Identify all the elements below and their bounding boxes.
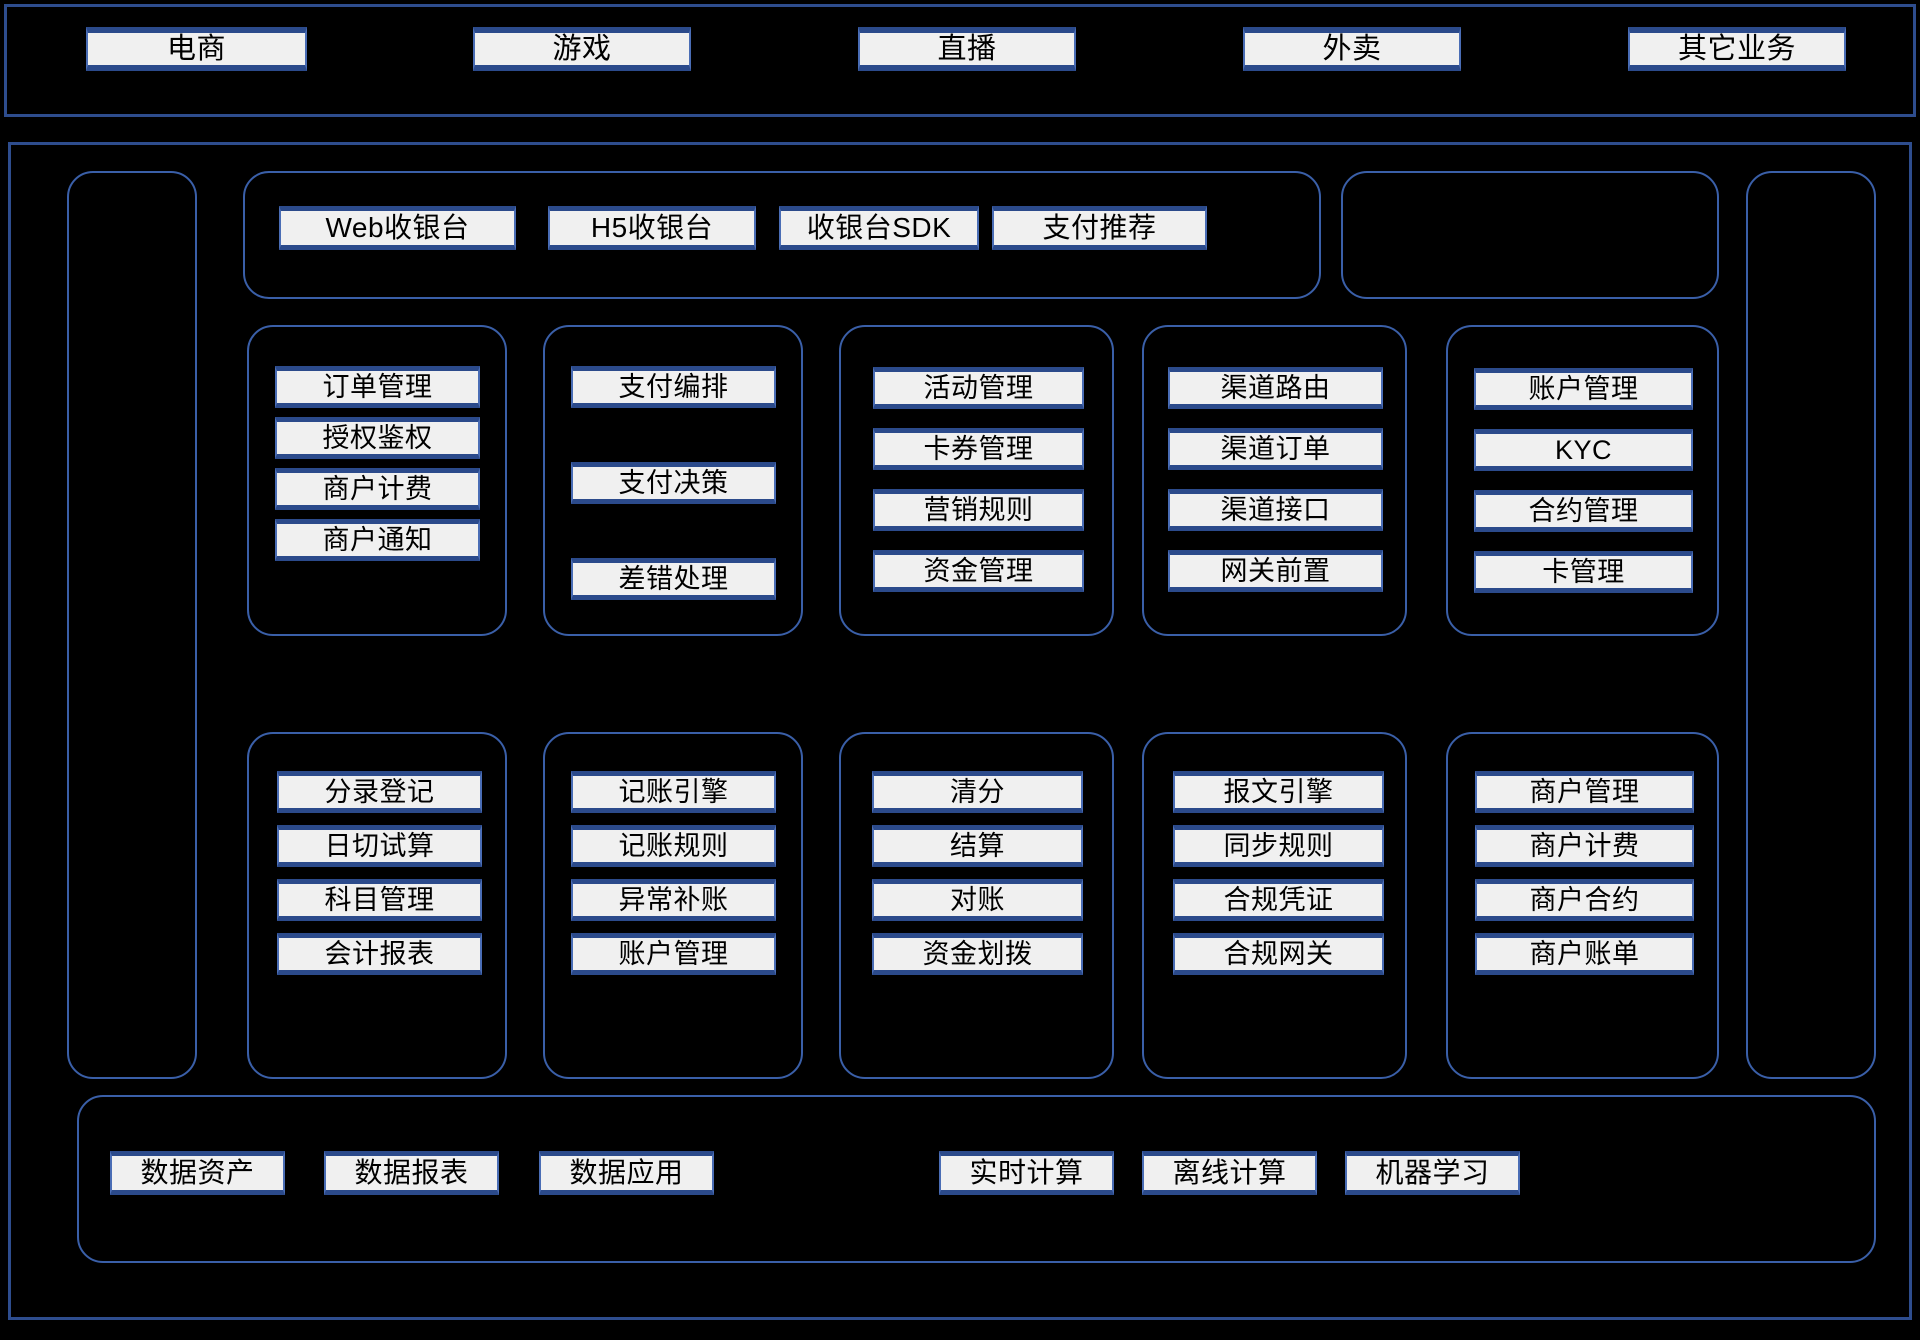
cashier-side-panel (1341, 171, 1719, 299)
data-item-asset[interactable]: 数据资产 (110, 1151, 285, 1195)
capability-chip[interactable]: 同步规则 (1173, 825, 1384, 867)
capability-chip[interactable]: 合规网关 (1173, 933, 1384, 975)
data-item-offline-compute[interactable]: 离线计算 (1142, 1151, 1317, 1195)
business-item-game[interactable]: 游戏 (473, 27, 691, 71)
capability-chip[interactable]: 商户通知 (275, 519, 480, 561)
capability-chip[interactable]: 商户管理 (1475, 771, 1694, 813)
capability-chip[interactable]: 订单管理 (275, 366, 480, 408)
capability-chip[interactable]: 记账规则 (571, 825, 776, 867)
capability-chip[interactable]: 授权鉴权 (275, 417, 480, 459)
group-marketing: 活动管理 卡券管理 营销规则 资金管理 (839, 325, 1114, 636)
capability-chip[interactable]: 结算 (872, 825, 1083, 867)
capability-chip[interactable]: 网关前置 (1168, 550, 1383, 592)
data-item-application[interactable]: 数据应用 (539, 1151, 714, 1195)
capability-chip[interactable]: 报文引擎 (1173, 771, 1384, 813)
capability-chip[interactable]: 会计报表 (277, 933, 482, 975)
capability-chip[interactable]: 资金划拨 (872, 933, 1083, 975)
capability-chip[interactable]: 商户合约 (1475, 879, 1694, 921)
group-accounting: 分录登记 日切试算 科目管理 会计报表 (247, 732, 507, 1079)
capability-chip[interactable]: 异常补账 (571, 879, 776, 921)
cashier-item-recommend[interactable]: 支付推荐 (992, 206, 1207, 250)
capability-chip[interactable]: 支付编排 (571, 366, 776, 408)
capability-chip[interactable]: 合约管理 (1474, 490, 1693, 532)
capability-chip[interactable]: 渠道订单 (1168, 428, 1383, 470)
capability-chip[interactable]: 商户计费 (1475, 825, 1694, 867)
capability-chip[interactable]: KYC (1474, 429, 1693, 471)
business-item-livestream[interactable]: 直播 (858, 27, 1076, 71)
capability-chip[interactable]: 卡券管理 (873, 428, 1084, 470)
group-clearing-settlement: 清分 结算 对账 资金划拨 (839, 732, 1114, 1079)
capability-chip[interactable]: 记账引擎 (571, 771, 776, 813)
capability-chip[interactable]: 差错处理 (571, 558, 776, 600)
capability-chip[interactable]: 合规凭证 (1173, 879, 1384, 921)
group-compliance: 报文引擎 同步规则 合规凭证 合规网关 (1142, 732, 1407, 1079)
capability-chip[interactable]: 支付决策 (571, 462, 776, 504)
capability-chip[interactable]: 活动管理 (873, 367, 1084, 409)
group-payment-core: 支付编排 支付决策 差错处理 (543, 325, 803, 636)
platform-frame: Web收银台 H5收银台 收银台SDK 支付推荐 订单管理 授权鉴权 商户计费 … (8, 142, 1912, 1320)
capability-chip[interactable]: 科目管理 (277, 879, 482, 921)
capability-chip[interactable]: 对账 (872, 879, 1083, 921)
business-layer-frame: 电商 游戏 直播 外卖 其它业务 (4, 4, 1916, 117)
cashier-group: Web收银台 H5收银台 收银台SDK 支付推荐 (243, 171, 1321, 299)
business-item-other[interactable]: 其它业务 (1628, 27, 1846, 71)
data-item-realtime-compute[interactable]: 实时计算 (939, 1151, 1114, 1195)
data-platform-group: 数据资产 数据报表 数据应用 实时计算 离线计算 机器学习 (77, 1095, 1876, 1263)
cashier-item-sdk[interactable]: 收银台SDK (779, 206, 979, 250)
capability-chip[interactable]: 分录登记 (277, 771, 482, 813)
cashier-item-h5[interactable]: H5收银台 (548, 206, 756, 250)
business-item-ecommerce[interactable]: 电商 (86, 27, 307, 71)
capability-chip[interactable]: 卡管理 (1474, 551, 1693, 593)
capability-chip[interactable]: 商户账单 (1475, 933, 1694, 975)
data-item-report[interactable]: 数据报表 (324, 1151, 499, 1195)
group-transaction: 订单管理 授权鉴权 商户计费 商户通知 (247, 325, 507, 636)
capability-chip[interactable]: 渠道接口 (1168, 489, 1383, 531)
capability-chip[interactable]: 营销规则 (873, 489, 1084, 531)
capability-chip[interactable]: 渠道路由 (1168, 367, 1383, 409)
left-vertical-panel (67, 171, 197, 1079)
capability-chip[interactable]: 账户管理 (1474, 368, 1693, 410)
capability-chip[interactable]: 日切试算 (277, 825, 482, 867)
business-item-takeout[interactable]: 外卖 (1243, 27, 1461, 71)
capability-chip[interactable]: 商户计费 (275, 468, 480, 510)
capability-chip[interactable]: 资金管理 (873, 550, 1084, 592)
group-account: 账户管理 KYC 合约管理 卡管理 (1446, 325, 1719, 636)
capability-chip[interactable]: 账户管理 (571, 933, 776, 975)
capability-chip[interactable]: 清分 (872, 771, 1083, 813)
group-channel: 渠道路由 渠道订单 渠道接口 网关前置 (1142, 325, 1407, 636)
right-vertical-panel (1746, 171, 1876, 1079)
data-item-machine-learning[interactable]: 机器学习 (1345, 1151, 1520, 1195)
cashier-item-web[interactable]: Web收银台 (279, 206, 516, 250)
group-merchant: 商户管理 商户计费 商户合约 商户账单 (1446, 732, 1719, 1079)
group-ledger: 记账引擎 记账规则 异常补账 账户管理 (543, 732, 803, 1079)
